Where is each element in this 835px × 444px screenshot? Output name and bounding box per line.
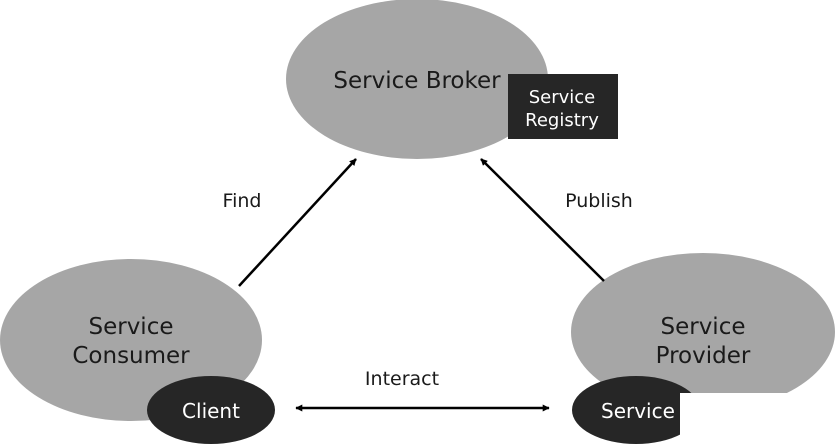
client-label: Client [182,399,240,423]
service-registry-box [508,74,618,139]
white-mask [680,393,835,444]
service-node [572,376,700,444]
service-label: Service [601,399,675,423]
service-provider-label-line2: Provider [656,343,751,369]
find-label: Find [223,190,262,212]
find-arrow [238,158,357,287]
service-broker-label: Service Broker [333,68,501,94]
service-broker-node [286,0,548,159]
service-consumer-label-line2: Consumer [72,343,190,369]
publish-label: Publish [565,190,633,212]
publish-arrow [480,158,605,282]
service-provider-node [571,253,835,411]
service-registry-label-line1: Service [529,87,596,108]
interact-label: Interact [365,368,439,390]
service-registry-label-line2: Registry [525,110,599,131]
client-node [147,376,275,444]
service-consumer-label-line1: Service [88,314,173,340]
service-provider-label-line1: Service [660,314,745,340]
